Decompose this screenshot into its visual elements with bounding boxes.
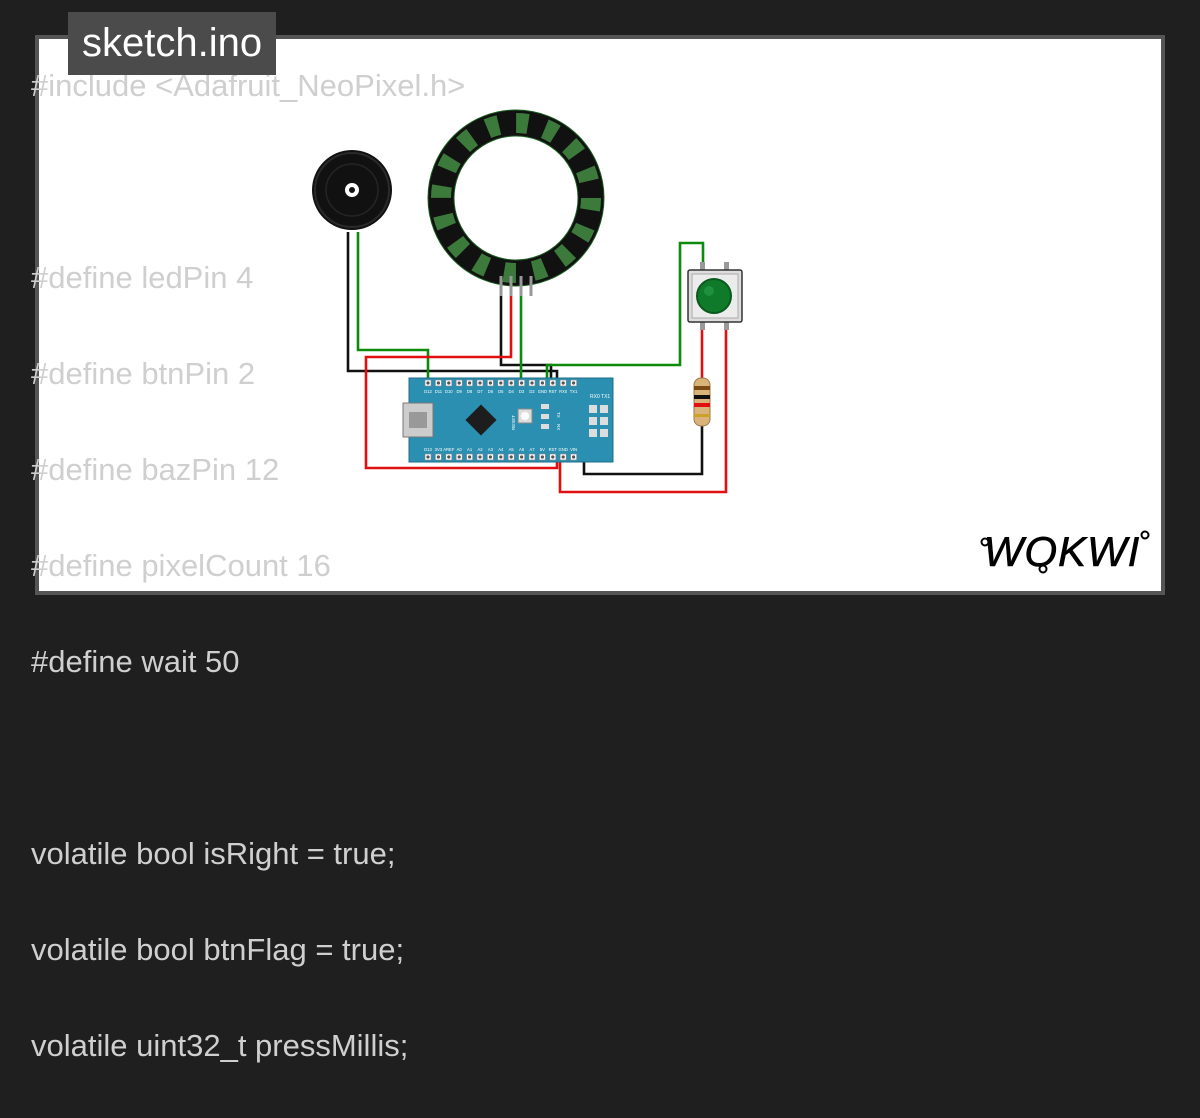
pin-hole [499, 381, 503, 385]
pin-hole [478, 381, 482, 385]
code-line: #define ledPin 4 [31, 260, 254, 295]
pin-label: D11 [435, 389, 443, 394]
code-line: #define bazPin 12 [31, 452, 280, 487]
pin-hole [572, 455, 576, 459]
pin-hole [520, 381, 524, 385]
pin-hole [572, 381, 576, 385]
pin-hole [488, 381, 492, 385]
code-line: volatile bool btnFlag = true; [31, 932, 405, 967]
pin-label: D9 [457, 389, 463, 394]
pin-label: D13 [424, 447, 432, 452]
header-label: RX0 TX1 [590, 394, 610, 400]
code-line: #define btnPin 2 [31, 356, 256, 391]
pin-label: D6 [488, 389, 494, 394]
code-line: volatile uint32_t pressMillis; [31, 1028, 409, 1063]
pin-hole [447, 455, 451, 459]
pin-label: A5 [509, 447, 515, 452]
pin-label: GND [538, 389, 547, 394]
pushbutton-icon[interactable] [687, 262, 743, 330]
pin-label: VIN [570, 447, 577, 452]
pin-hole [426, 381, 430, 385]
wokwi-logo: WOKWI [980, 528, 1150, 575]
pin-label: 5V [540, 447, 545, 452]
pin-hole [426, 455, 430, 459]
pin-label: A7 [529, 447, 535, 452]
logo-text: WOKWI [984, 528, 1141, 575]
pin-label: A1 [467, 447, 473, 452]
pin-hole [447, 381, 451, 385]
pin-label: D4 [509, 389, 515, 394]
file-tab[interactable]: sketch.ino [68, 12, 277, 75]
pin-hole [468, 381, 472, 385]
code-line: volatile bool isRight = true; [31, 836, 396, 871]
pin-hole [551, 381, 555, 385]
rx-label: RX [556, 424, 561, 430]
pin-hole [468, 455, 472, 459]
code-line: #define pixelCount 16 [31, 548, 331, 583]
pin-hole [551, 455, 555, 459]
wire-set [346, 232, 728, 494]
pin-hole [457, 455, 461, 459]
pin-label: GND [559, 447, 568, 452]
pin-label: RST [549, 389, 558, 394]
pin-label: A0 [457, 447, 463, 452]
pin-hole [488, 455, 492, 459]
tx-label: TX [556, 412, 561, 418]
pin-label: A4 [498, 447, 504, 452]
pin-hole [509, 455, 513, 459]
button-signal-wire [545, 241, 705, 382]
pin-label: D7 [477, 389, 483, 394]
pin-label: D8 [467, 389, 473, 394]
pin-hole [561, 381, 565, 385]
buzzer-gnd-wire [346, 232, 559, 382]
resistor-gnd-wire [582, 425, 704, 476]
code-line: #define wait 50 [31, 644, 240, 679]
reset-label: RESET [511, 415, 516, 430]
pin-hole [530, 381, 534, 385]
pin-hole [509, 381, 513, 385]
pin-label: A2 [477, 447, 483, 452]
pin-label: D12 [424, 389, 432, 394]
pin-hole [561, 455, 565, 459]
resistor-icon[interactable] [693, 377, 711, 427]
pin-hole [436, 455, 440, 459]
pin-label: A6 [519, 447, 525, 452]
pin-label: 3V3 [435, 447, 443, 452]
pin-label: RST [549, 447, 558, 452]
neopixel-ring-icon[interactable] [427, 109, 605, 296]
pin-label: A3 [488, 447, 494, 452]
editor-preview-card [35, 35, 1165, 595]
pin-hole [520, 455, 524, 459]
pin-label: D3 [519, 389, 525, 394]
buzzer-signal-wire [356, 232, 430, 382]
pin-label: D5 [498, 389, 504, 394]
pin-hole [499, 455, 503, 459]
button-vcc-wire [558, 330, 728, 494]
pin-label: AREF [443, 447, 455, 452]
pin-hole [540, 381, 545, 385]
pin-hole [530, 455, 534, 459]
pin-hole [540, 455, 545, 459]
pin-hole [478, 455, 482, 459]
pin-hole [457, 381, 461, 385]
pin-hole [436, 381, 440, 385]
code-line [31, 734, 465, 782]
pin-label: TX1 [570, 389, 578, 394]
pin-label: D2 [529, 389, 535, 394]
pin-label: D10 [445, 389, 453, 394]
buzzer-icon[interactable] [312, 150, 392, 230]
ring-vcc-wire [364, 296, 559, 470]
ring-gnd-wire [499, 296, 553, 382]
pin-label: RX0 [559, 389, 568, 394]
